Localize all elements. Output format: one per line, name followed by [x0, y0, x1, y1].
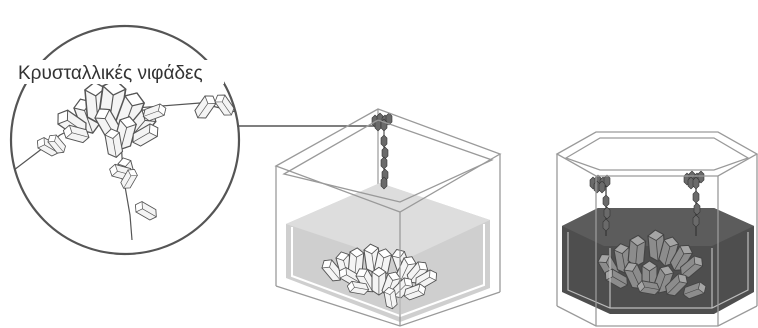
left-container-glass	[274, 108, 502, 327]
left-container	[274, 108, 502, 327]
right-container-solution-surface	[562, 208, 754, 246]
callout-small-crystal	[132, 199, 160, 223]
callout-label: Κρυσταλλικές νιφάδες	[18, 63, 203, 84]
callout-crystal-cluster	[52, 77, 169, 160]
callout-label-backing	[14, 60, 224, 84]
callout-circle	[9, 24, 241, 256]
right-container	[555, 131, 758, 327]
left-container-solution-surface	[286, 183, 490, 262]
right-container-inner-walls	[567, 232, 749, 309]
magnified-callout: Κρυσταλλικές νιφάδες	[9, 24, 380, 256]
right-container-glass	[555, 131, 758, 327]
